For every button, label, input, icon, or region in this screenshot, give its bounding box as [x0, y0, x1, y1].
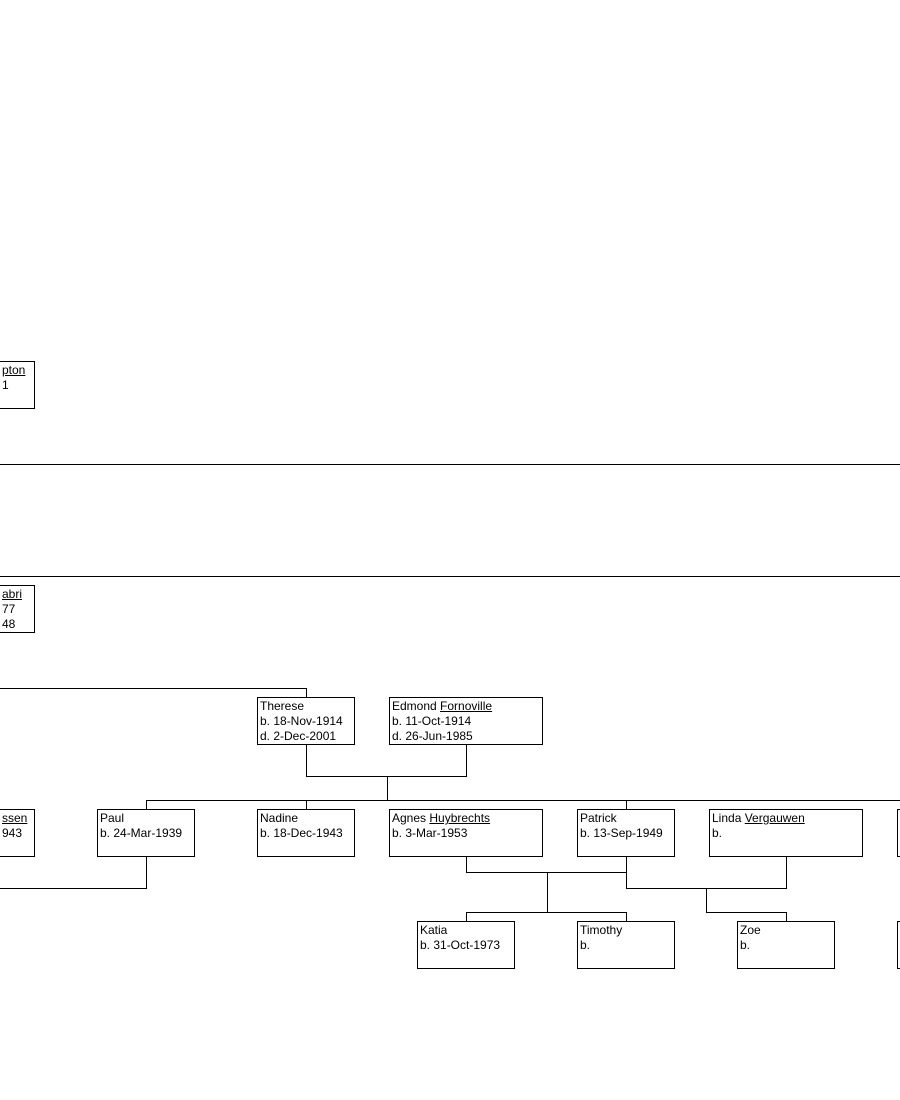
person-box-right-1[interactable]: [897, 809, 900, 857]
connector-line: [306, 776, 467, 777]
person-box-zoe[interactable]: Zoe b.: [737, 921, 835, 969]
connector-line: [466, 856, 467, 872]
person-box-linda[interactable]: Linda Vergauwen b.: [709, 809, 863, 857]
birth-date: b. 13-Sep-1949: [580, 826, 663, 840]
connector-line: [146, 800, 900, 801]
birth-date: 1: [2, 378, 9, 392]
person-box-left-2[interactable]: abri 77 48: [0, 585, 35, 633]
connector-line: [706, 888, 707, 912]
connector-line: [626, 912, 627, 922]
connector-line: [626, 800, 627, 810]
person-box-patrick[interactable]: Patrick b. 13-Sep-1949: [577, 809, 675, 857]
separator-line: [0, 576, 900, 577]
connector-line: [547, 872, 548, 912]
separator-line: [0, 464, 900, 465]
connector-line: [626, 856, 627, 888]
connector-line: [306, 744, 307, 776]
birth-date: b.: [740, 938, 751, 952]
given-name: Therese: [260, 699, 305, 713]
person-box-right-2[interactable]: [897, 921, 900, 969]
given-name: Agnes: [392, 811, 430, 825]
surname: Huybrechts: [429, 811, 491, 825]
birth-date: b. 18-Nov-1914: [260, 714, 343, 728]
death-date: d. 26-Jun-1985: [392, 729, 473, 743]
person-box-agnes[interactable]: Agnes Huybrechts b. 3-Mar-1953: [389, 809, 543, 857]
person-box-edmond[interactable]: Edmond Fornoville b. 11-Oct-1914 d. 26-J…: [389, 697, 543, 745]
surname: Vergauwen: [744, 811, 805, 825]
connector-line: [466, 744, 467, 776]
connector-line: [306, 688, 307, 698]
surname: pton: [2, 363, 26, 377]
person-box-nadine[interactable]: Nadine b. 18-Dec-1943: [257, 809, 355, 857]
birth-date: 77: [2, 602, 16, 616]
given-name: Paul: [100, 811, 125, 825]
birth-date: b.: [712, 826, 723, 840]
death-date: 48: [2, 617, 16, 631]
connector-line: [466, 872, 627, 873]
connector-line: [786, 912, 787, 922]
birth-date: 943: [2, 826, 23, 840]
birth-date: b.: [580, 938, 591, 952]
person-box-left-3[interactable]: ssen 943: [0, 809, 35, 857]
person-box-paul[interactable]: Paul b. 24-Mar-1939: [97, 809, 195, 857]
connector-line: [706, 912, 787, 913]
surname: abri: [2, 587, 23, 601]
person-box-timothy[interactable]: Timothy b.: [577, 921, 675, 969]
connector-line: [466, 912, 467, 922]
surname: Fornoville: [440, 699, 493, 713]
person-box-katia[interactable]: Katia b. 31-Oct-1973: [417, 921, 515, 969]
connector-line: [0, 888, 147, 889]
birth-date: b. 31-Oct-1973: [420, 938, 501, 952]
given-name: Timothy: [580, 923, 623, 937]
connector-line: [146, 800, 147, 810]
birth-date: b. 3-Mar-1953: [392, 826, 468, 840]
birth-date: b. 18-Dec-1943: [260, 826, 343, 840]
given-name: Patrick: [580, 811, 617, 825]
connector-line: [786, 856, 787, 888]
given-name: Edmond: [392, 699, 441, 713]
connector-line: [306, 800, 307, 810]
connector-line: [466, 912, 627, 913]
given-name: Linda: [712, 811, 745, 825]
connector-line: [146, 856, 147, 888]
connector-line: [387, 776, 388, 800]
connector-line: [0, 688, 307, 689]
death-date: d. 2-Dec-2001: [260, 729, 337, 743]
birth-date: b. 24-Mar-1939: [100, 826, 183, 840]
person-box-left-1[interactable]: pton 1: [0, 361, 35, 409]
birth-date: b. 11-Oct-1914: [392, 714, 472, 728]
given-name: Katia: [420, 923, 448, 937]
person-box-therese[interactable]: Therese b. 18-Nov-1914 d. 2-Dec-2001: [257, 697, 355, 745]
given-name: Zoe: [740, 923, 761, 937]
given-name: Nadine: [260, 811, 299, 825]
surname: ssen: [2, 811, 28, 825]
